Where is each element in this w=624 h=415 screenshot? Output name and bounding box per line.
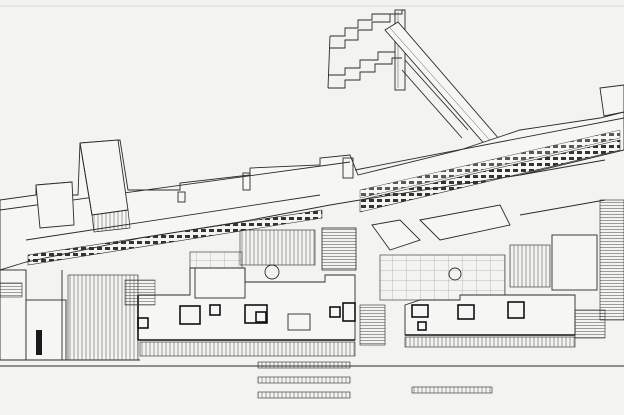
staircase-structure <box>327 9 406 91</box>
site-plan-strips <box>0 361 624 399</box>
left-lower-block <box>0 269 140 361</box>
upper-building-slab <box>0 84 624 271</box>
floor-plan-right <box>404 294 606 348</box>
floor-plan-left <box>124 251 356 357</box>
right-side-block <box>509 159 624 321</box>
diagonal-ramp <box>384 21 501 149</box>
